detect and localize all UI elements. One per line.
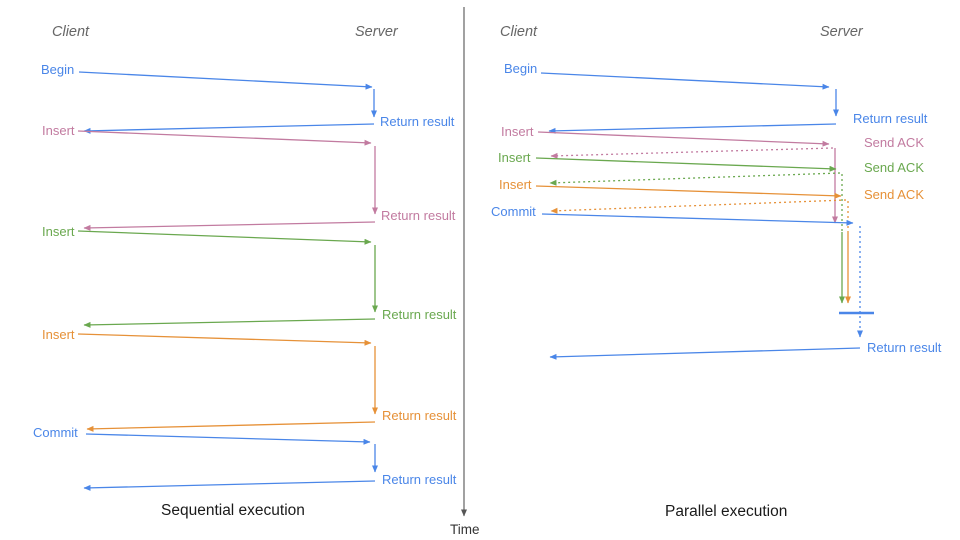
seq-begin-arrows xyxy=(78,71,377,134)
par-begin-response-label: Return result xyxy=(853,111,928,126)
par-commit-arrows xyxy=(541,213,874,360)
parallel-caption: Parallel execution xyxy=(665,503,788,520)
par-insert2-ack-arrow xyxy=(549,172,841,186)
par-insert3-arrows xyxy=(535,185,851,304)
seq-insert2-arrows xyxy=(77,230,378,328)
seq-insert3-request-arrow xyxy=(77,333,372,346)
parallel-arrows xyxy=(535,72,874,360)
seq-begin-response-label: Return result xyxy=(380,114,455,129)
seq-begin-label: Begin xyxy=(41,62,75,77)
seq-begin-response-arrow xyxy=(83,123,375,134)
par-insert3-ack-arrow xyxy=(550,199,847,214)
seq-commit-arrows xyxy=(83,433,378,491)
par-insert1-arrows xyxy=(537,131,838,224)
seq-insert2-request-arrow xyxy=(77,230,372,245)
seq-insert1-response-label: Return result xyxy=(381,208,456,223)
sequential-arrows xyxy=(77,71,378,491)
seq-insert1-label: Insert xyxy=(42,123,75,138)
par-insert1-request-arrow xyxy=(537,131,830,147)
sequential-client-header: Client xyxy=(52,24,90,40)
seq-insert2-label: Insert xyxy=(42,224,75,239)
seq-insert2-response-arrow xyxy=(83,318,376,328)
par-insert1-ack-label: Send ACK xyxy=(864,135,924,150)
par-commit-request-arrow xyxy=(541,213,854,226)
par-insert3-ack-label: Send ACK xyxy=(864,187,924,202)
seq-insert1-request-arrow xyxy=(77,130,372,146)
par-begin-label: Begin xyxy=(504,61,538,76)
seq-insert1-arrows xyxy=(77,130,378,231)
par-insert2-ack-label: Send ACK xyxy=(864,160,924,175)
par-begin-arrows xyxy=(540,72,839,134)
seq-insert3-label: Insert xyxy=(42,327,75,342)
par-commit-response-label: Return result xyxy=(867,340,942,355)
seq-begin-request-arrow xyxy=(78,71,373,90)
seq-insert3-response-arrow xyxy=(86,421,376,432)
par-insert1-label: Insert xyxy=(501,124,534,139)
par-insert2-request-arrow xyxy=(535,157,837,172)
par-begin-request-arrow xyxy=(540,72,830,90)
par-insert1-ack-arrow xyxy=(550,147,834,159)
seq-commit-response-arrow xyxy=(83,480,376,491)
time-axis-label: Time xyxy=(450,522,480,537)
par-begin-response-arrow xyxy=(548,123,837,134)
seq-insert2-response-label: Return result xyxy=(382,307,457,322)
par-insert3-label: Insert xyxy=(499,177,532,192)
seq-commit-label: Commit xyxy=(33,425,78,440)
parallel-client-header: Client xyxy=(500,24,538,40)
seq-commit-response-label: Return result xyxy=(382,472,457,487)
seq-insert1-response-arrow xyxy=(83,221,376,231)
par-commit-response-arrow xyxy=(549,347,861,360)
par-insert2-arrows xyxy=(535,157,845,304)
par-insert3-request-arrow xyxy=(535,185,842,199)
par-insert2-label: Insert xyxy=(498,150,531,165)
seq-insert3-response-label: Return result xyxy=(382,408,457,423)
par-commit-label: Commit xyxy=(491,204,536,219)
seq-insert3-arrows xyxy=(77,333,378,432)
parallel-server-header: Server xyxy=(820,24,863,40)
sequential-server-header: Server xyxy=(355,24,398,40)
seq-commit-request-arrow xyxy=(85,433,371,445)
sequential-caption: Sequential execution xyxy=(161,502,305,519)
